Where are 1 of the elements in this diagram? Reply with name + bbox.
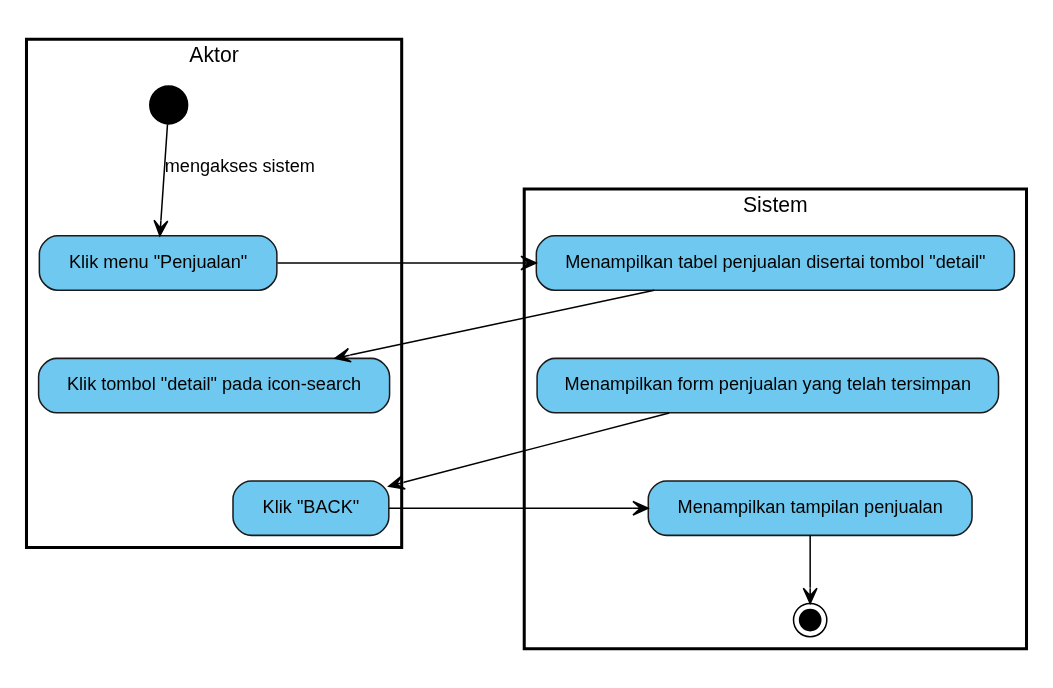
edge-label: mengakses sistem — [164, 155, 315, 176]
